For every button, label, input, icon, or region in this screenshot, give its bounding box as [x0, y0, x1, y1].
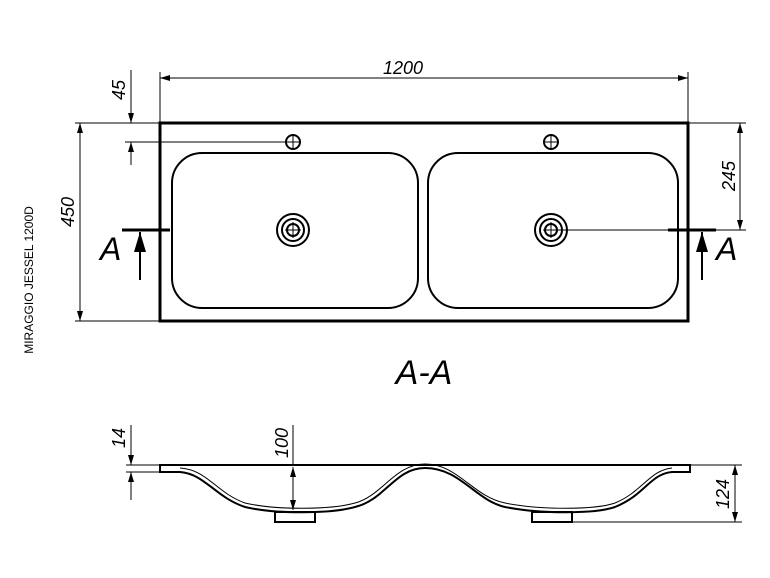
- bowl-depth-label: 100: [272, 428, 292, 458]
- tap-hole-right: [543, 134, 559, 150]
- model-label: MIRAGGIO JESSEL 1200D: [22, 206, 36, 354]
- dimension-width: 1200: [159, 58, 689, 123]
- width-label: 1200: [383, 58, 423, 78]
- dimension-depth: 450: [58, 123, 160, 322]
- drain-section-left: [274, 511, 316, 523]
- drain-left: [276, 213, 310, 247]
- dimension-height: 124: [572, 464, 742, 523]
- drain-offset-label: 245: [719, 160, 739, 192]
- depth-label: 450: [58, 197, 78, 227]
- dimension-tap-offset: 45: [75, 70, 293, 165]
- section-view: [159, 463, 691, 523]
- svg-text:A: A: [98, 231, 121, 267]
- section-marker-left: A: [98, 228, 170, 280]
- section-title: A-A: [394, 354, 453, 392]
- tap-offset-label: 45: [109, 79, 129, 100]
- section-marker-right: A: [668, 228, 737, 280]
- svg-text:A: A: [714, 231, 737, 267]
- left-basin: [171, 152, 419, 309]
- height-label: 124: [713, 479, 733, 509]
- dimension-rim: 14: [109, 425, 160, 500]
- dimension-drain-offset: 245: [551, 122, 746, 231]
- rim-label: 14: [109, 428, 129, 448]
- drain-section-right: [531, 511, 573, 523]
- dimension-bowl-depth: 100: [272, 425, 296, 510]
- top-view: [158, 121, 690, 323]
